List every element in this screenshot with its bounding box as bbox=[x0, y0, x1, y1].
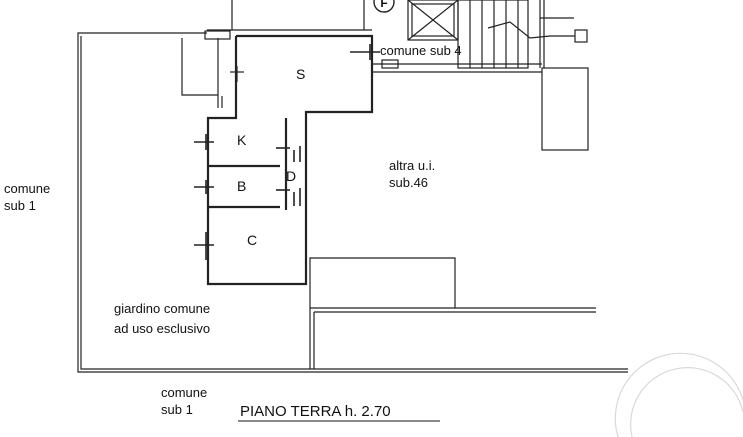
room-label-c: C bbox=[247, 232, 257, 248]
comune-bottom-label-line2: sub 1 bbox=[161, 402, 193, 417]
apartment-walls bbox=[206, 34, 374, 286]
garden-boundary bbox=[77, 32, 628, 373]
stairwell-block bbox=[407, 0, 589, 151]
garden-label-line1: giardino comune bbox=[114, 301, 210, 316]
garden-label-line2: ad uso esclusivo bbox=[114, 321, 210, 336]
room-label-b: B bbox=[237, 178, 246, 194]
adjacent-walls bbox=[309, 257, 596, 369]
faint-stamp bbox=[614, 352, 743, 437]
comune-left-label-line1: comune bbox=[4, 181, 50, 196]
room-label-k: K bbox=[237, 132, 247, 148]
altra-ui-label-line2: sub.46 bbox=[389, 175, 428, 190]
comune-sub4-label: comune sub 4 bbox=[380, 43, 462, 58]
room-label-s: S bbox=[296, 66, 305, 82]
altra-ui-label-line1: altra u.i. bbox=[389, 158, 435, 173]
room-label-d: D bbox=[286, 168, 296, 184]
top-structures bbox=[204, 0, 372, 40]
stair-marker-circle bbox=[373, 0, 395, 13]
comune-bottom-label-line1: comune bbox=[161, 385, 207, 400]
openings bbox=[194, 44, 380, 260]
stair-marker-label: F bbox=[380, 0, 387, 10]
comune-left-label-line2: sub 1 bbox=[4, 198, 36, 213]
corridor-walls bbox=[372, 59, 542, 73]
floor-title: PIANO TERRA h. 2.70 bbox=[240, 403, 391, 420]
storage-room bbox=[181, 38, 244, 108]
